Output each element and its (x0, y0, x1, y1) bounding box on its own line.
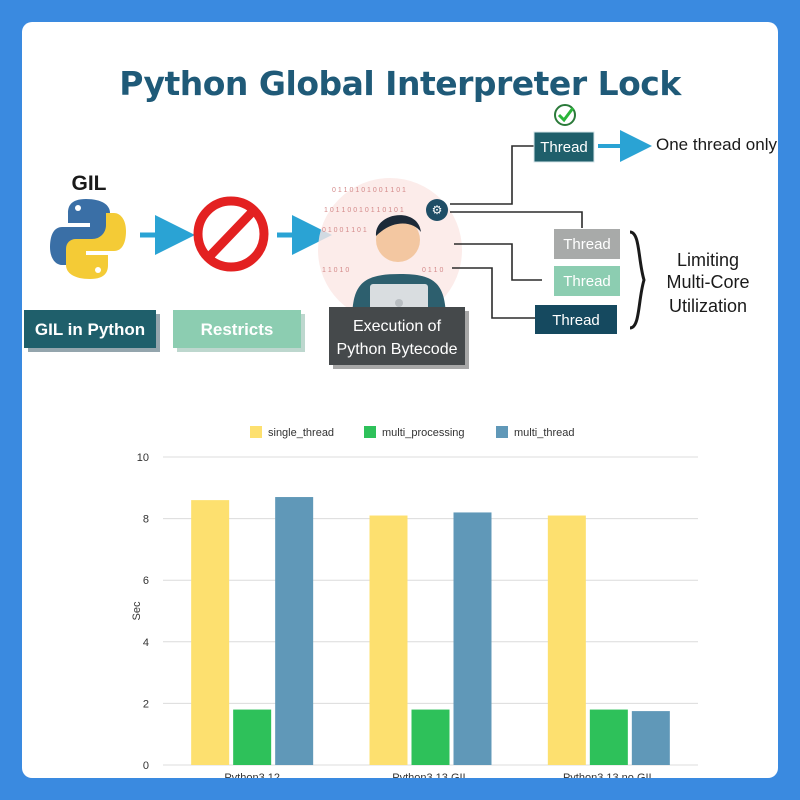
bar-multi_processing (411, 709, 450, 765)
limiting-line-1: Limiting (677, 250, 739, 270)
thread-label: Thread (552, 312, 600, 329)
chart-xticks: Python3.12 Python3.13 GIL Python3.13 no GI… (224, 772, 654, 778)
curly-brace (629, 230, 646, 330)
infographic-card: Python Global Interpreter Lock GIL 0 1 1… (22, 22, 778, 778)
legend-label: multi_processing (382, 427, 465, 439)
svg-text:1 0 1 1 0 0 1 0 1 1 0 1 0 1: 1 0 1 1 0 0 1 0 1 1 0 1 0 1 (324, 207, 404, 214)
one-thread-only-label: One thread only (656, 135, 777, 154)
legend-label: single_thread (268, 427, 334, 439)
bar-multi_thread (453, 512, 492, 765)
thread-label: Thread (563, 273, 611, 290)
bar-multi_processing (589, 709, 628, 765)
gil-in-python-label: GIL in Python (35, 320, 145, 339)
bar-single_thread (369, 515, 408, 765)
svg-text:1 1 0 1 0: 1 1 0 1 0 (322, 267, 349, 274)
connector-line (450, 211, 583, 228)
gil-diagram: GIL 0 1 1 0 1 0 1 0 0 1 1 0 1 1 0 1 1 0 … (24, 104, 777, 369)
svg-text:⚙: ⚙ (432, 203, 443, 217)
execution-label-line-2: Python Bytecode (337, 341, 458, 358)
gil-in-python-box (24, 310, 156, 348)
legend-swatch (250, 426, 262, 438)
y-axis-label: Sec (131, 601, 143, 620)
limiting-line-2: Multi-Core (666, 272, 749, 292)
chart-legend: single_thread multi_processing multi_threa… (250, 426, 575, 439)
developer-illustration-icon: 0 1 1 0 1 0 1 0 0 1 1 0 1 1 0 1 1 0 0 1 … (318, 178, 462, 322)
execution-box (329, 307, 465, 365)
y-tick-label: 4 (143, 637, 149, 649)
x-tick-label: Python3.13 no GIL (563, 772, 655, 778)
thread-label: Thread (540, 139, 588, 156)
thread-label: Thread (563, 236, 611, 253)
python-logo-icon (50, 199, 126, 279)
x-tick-label: Python3.12 (224, 772, 280, 778)
restricts-box (173, 310, 301, 348)
thread-box-navy (535, 305, 617, 334)
y-tick-label: 10 (137, 452, 149, 464)
y-tick-label: 0 (143, 760, 149, 772)
restricts-label: Restricts (201, 320, 274, 339)
bar-multi_thread (631, 711, 670, 765)
legend-swatch (496, 426, 508, 438)
check-icon (554, 104, 576, 126)
chart-yticks: 0 2 4 6 8 10 (137, 452, 149, 772)
bar-single_thread (191, 500, 230, 765)
bar-single_thread (547, 515, 586, 765)
thread-box-gray (554, 229, 620, 259)
thread-box-teal (554, 266, 620, 296)
svg-text:0 1 1 0: 0 1 1 0 (422, 267, 444, 274)
y-tick-label: 2 (143, 698, 149, 710)
legend-swatch (364, 426, 376, 438)
bar-multi_processing (233, 709, 272, 765)
no-entry-icon (193, 196, 269, 272)
connector-line (454, 243, 542, 281)
chart-bars (191, 497, 670, 765)
gil-label: GIL (72, 172, 107, 195)
execution-label-line-1: Execution of (353, 318, 442, 335)
limiting-line-3: Utilization (669, 296, 747, 316)
svg-text:0 1 0 0 1 1 0 1: 0 1 0 0 1 1 0 1 (322, 227, 367, 234)
connector-line (450, 145, 534, 205)
legend-label: multi_thread (514, 427, 575, 439)
page-title: Python Global Interpreter Lock (119, 64, 681, 103)
connector-line (452, 267, 535, 319)
thread-box-active (533, 131, 595, 163)
x-tick-label: Python3.13 GIL (392, 772, 468, 778)
bar-multi_thread (275, 497, 314, 765)
y-tick-label: 6 (143, 575, 149, 587)
svg-text:0 1 1 0 1 0 1 0 0 1 1 0 1: 0 1 1 0 1 0 1 0 0 1 1 0 1 (332, 187, 406, 194)
y-tick-label: 8 (143, 514, 149, 526)
